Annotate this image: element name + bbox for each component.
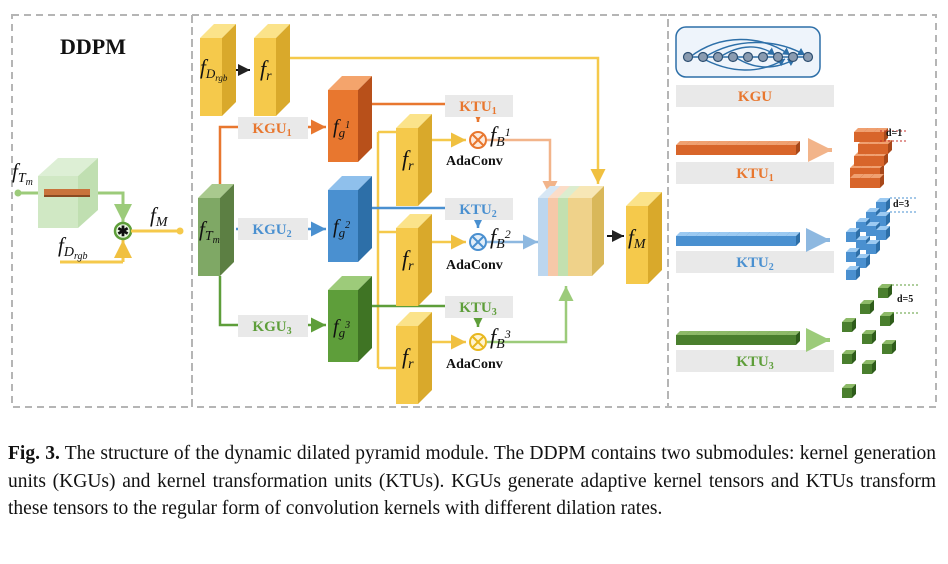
svg-text:KTU1: KTU1 bbox=[736, 166, 774, 184]
figure-caption: Fig. 3. The structure of the dynamic dil… bbox=[8, 440, 936, 523]
ktu2-flat-row bbox=[676, 232, 800, 246]
fm-out-dot bbox=[176, 227, 184, 235]
kgu-legend-label: KGU bbox=[676, 85, 834, 107]
branch-orange-line bbox=[218, 125, 238, 190]
otimes-2-icon bbox=[469, 233, 487, 251]
label-fr3: fr bbox=[402, 344, 414, 372]
frame-right bbox=[667, 14, 937, 408]
label-fg1: fg1 bbox=[333, 116, 350, 140]
ktu2-box: KTU2 bbox=[445, 198, 513, 220]
tm-to-fuse bbox=[98, 191, 132, 222]
svg-text:KGU2: KGU2 bbox=[252, 222, 291, 240]
label-fr1: fr bbox=[402, 146, 414, 174]
kgu2-box: KGU2 bbox=[238, 218, 308, 240]
otimes-1-icon bbox=[469, 131, 487, 149]
svg-text:KTU2: KTU2 bbox=[459, 202, 497, 220]
svg-text:KTU1: KTU1 bbox=[459, 99, 497, 117]
label-f-tm-mid: fTm bbox=[199, 217, 220, 246]
svg-text:KGU3: KGU3 bbox=[252, 319, 291, 337]
label-fm-right: fM bbox=[628, 225, 647, 252]
otimes-3-icon bbox=[469, 333, 487, 351]
label-fb3: fB3 bbox=[490, 324, 511, 352]
label-fr2: fr bbox=[402, 246, 414, 274]
ktu3-kernel-d5 bbox=[842, 284, 896, 398]
concat-stack bbox=[538, 186, 604, 276]
ddpm-diagram: DDPM fTm fDrgb ✱ fM fDrgb fr bbox=[11, 14, 937, 408]
kgu3-box: KGU3 bbox=[238, 315, 308, 337]
label-f-drgb-left: fDrgb bbox=[58, 233, 88, 262]
ktu3-legend-label: KTU3 bbox=[676, 350, 834, 372]
caption-label: Fig. 3. bbox=[8, 443, 60, 464]
b1-to-concat bbox=[487, 138, 558, 196]
ktu3-flat-row bbox=[676, 331, 800, 345]
label-fr-top: fr bbox=[260, 56, 272, 84]
module-title: DDPM bbox=[60, 34, 126, 59]
adaconv-label-1: AdaConv bbox=[446, 154, 503, 169]
svg-text:KTU2: KTU2 bbox=[736, 255, 774, 273]
ktu1-flat-row bbox=[676, 141, 800, 155]
ktu1-box: KTU1 bbox=[445, 95, 513, 117]
svg-text:KGU: KGU bbox=[738, 89, 772, 105]
branch-green-line bbox=[218, 276, 238, 327]
kgu-graph-box bbox=[675, 26, 821, 78]
label-fb1: fB1 bbox=[490, 122, 511, 150]
label-f-m-left: fM bbox=[150, 203, 169, 230]
svg-text:KTU3: KTU3 bbox=[459, 300, 497, 318]
label-f-tm-left: fTm bbox=[12, 159, 33, 188]
fr-top-to-concat bbox=[290, 56, 606, 184]
label-fg3: fg3 bbox=[333, 316, 350, 340]
d3-label: d=3 bbox=[893, 199, 909, 210]
label-f-drgb-bar: fDrgb bbox=[200, 55, 228, 83]
fusion-star-icon: ✱ bbox=[117, 223, 129, 239]
adaconv-label-3: AdaConv bbox=[446, 357, 503, 372]
label-fg2: fg2 bbox=[333, 216, 350, 240]
label-fb2: fB2 bbox=[490, 224, 511, 252]
ktu2-kernel-d3 bbox=[846, 198, 890, 280]
svg-text:KTU3: KTU3 bbox=[736, 354, 774, 372]
ktu2-legend-label: KTU2 bbox=[676, 251, 834, 273]
frame-middle bbox=[191, 14, 669, 408]
ktu3-box: KTU3 bbox=[445, 296, 513, 318]
svg-text:KGU1: KGU1 bbox=[252, 121, 291, 139]
adaconv-label-2: AdaConv bbox=[446, 258, 503, 273]
caption-text: The structure of the dynamic dilated pyr… bbox=[8, 443, 936, 519]
tm-in-dot bbox=[14, 189, 22, 197]
d5-label: d=5 bbox=[897, 294, 913, 305]
d1-label: d=1 bbox=[886, 128, 902, 139]
b3-to-concat bbox=[487, 286, 574, 344]
tm-cube bbox=[38, 158, 98, 228]
kgu1-box: KGU1 bbox=[238, 117, 308, 139]
ktu1-legend-label: KTU1 bbox=[676, 162, 834, 184]
